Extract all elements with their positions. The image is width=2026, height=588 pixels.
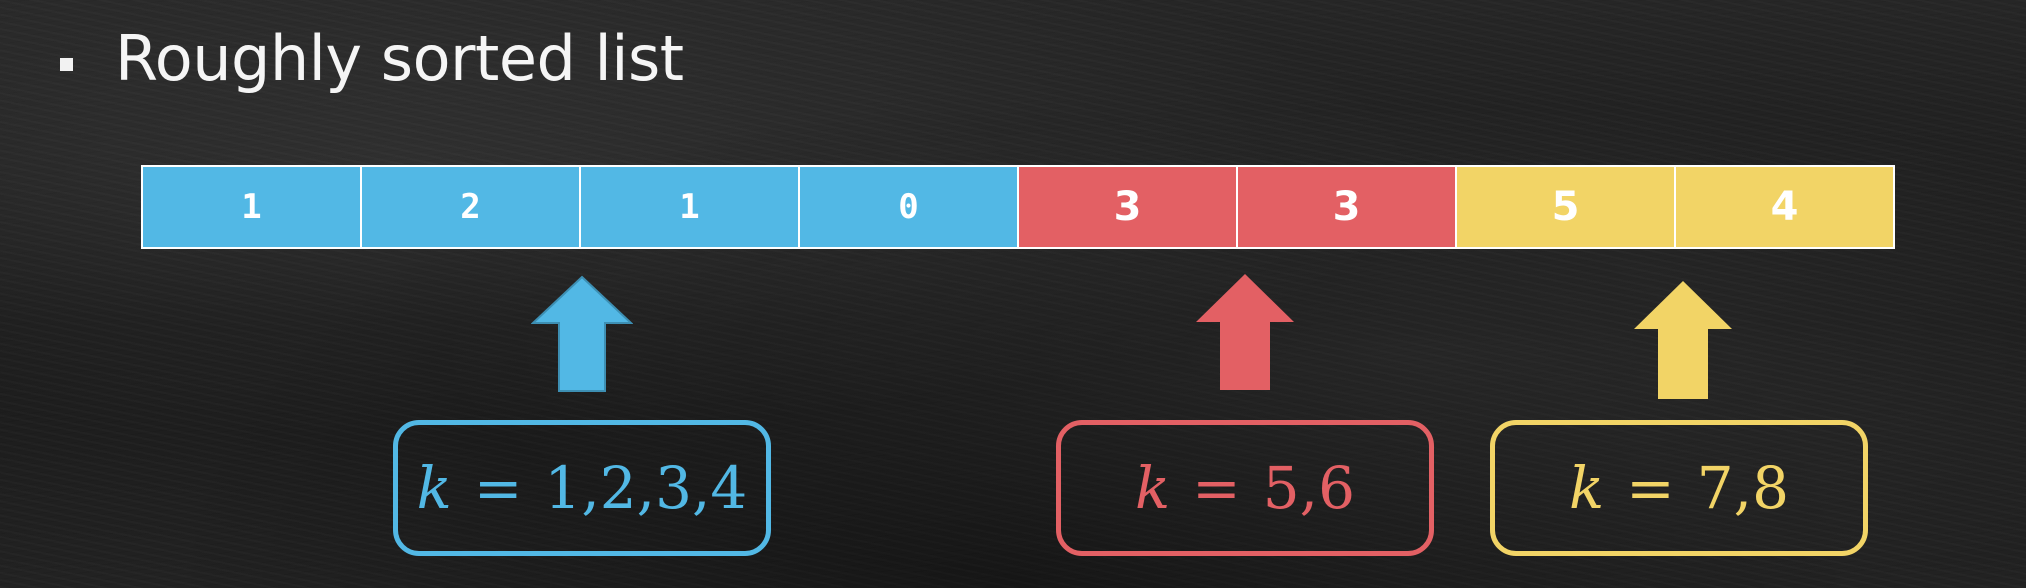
array-cell-7: 5 — [1457, 167, 1676, 247]
array-cell-1: 1 — [143, 167, 362, 247]
equals-sign: = — [1626, 454, 1675, 522]
up-arrow-yellow-icon — [1634, 281, 1732, 399]
k-variable: k — [1134, 454, 1171, 522]
arrow-shape — [531, 275, 633, 392]
number-array: 1 2 1 0 3 3 5 4 — [141, 165, 1895, 249]
array-cell-value: 5 — [1551, 184, 1580, 230]
array-cell-value: 3 — [1332, 184, 1361, 230]
array-cell-5: 3 — [1019, 167, 1238, 247]
k-range-box-blue: k = 1,2,3,4 — [393, 420, 771, 556]
equals-sign: = — [1192, 454, 1241, 522]
equals-sign: = — [473, 454, 523, 522]
bullet-marker — [60, 58, 73, 71]
array-cell-value: 4 — [1770, 184, 1799, 230]
array-cell-2: 2 — [362, 167, 581, 247]
array-cell-6: 3 — [1238, 167, 1457, 247]
k-values: 5,6 — [1262, 454, 1355, 522]
array-cell-3: 1 — [581, 167, 800, 247]
array-cell-value: 1 — [679, 187, 700, 227]
k-values: 1,2,3,4 — [544, 454, 748, 522]
slide-bullet-text: Roughly sorted list — [115, 22, 684, 95]
array-cell-value: 1 — [241, 187, 262, 227]
up-arrow-blue-icon — [531, 275, 633, 392]
arrow-shape — [1634, 281, 1732, 399]
array-cell-value: 3 — [1113, 184, 1142, 230]
k-variable: k — [416, 454, 452, 522]
k-variable: k — [1568, 454, 1605, 522]
k-values: 7,8 — [1696, 454, 1789, 522]
arrow-shape — [1196, 274, 1294, 390]
array-cell-8: 4 — [1676, 167, 1893, 247]
up-arrow-red-icon — [1196, 274, 1294, 390]
array-cell-value: 0 — [898, 187, 919, 227]
array-cell-value: 2 — [460, 187, 481, 227]
array-cell-4: 0 — [800, 167, 1019, 247]
k-range-box-red: k = 5,6 — [1056, 420, 1434, 556]
k-range-box-yellow: k = 7,8 — [1490, 420, 1868, 556]
